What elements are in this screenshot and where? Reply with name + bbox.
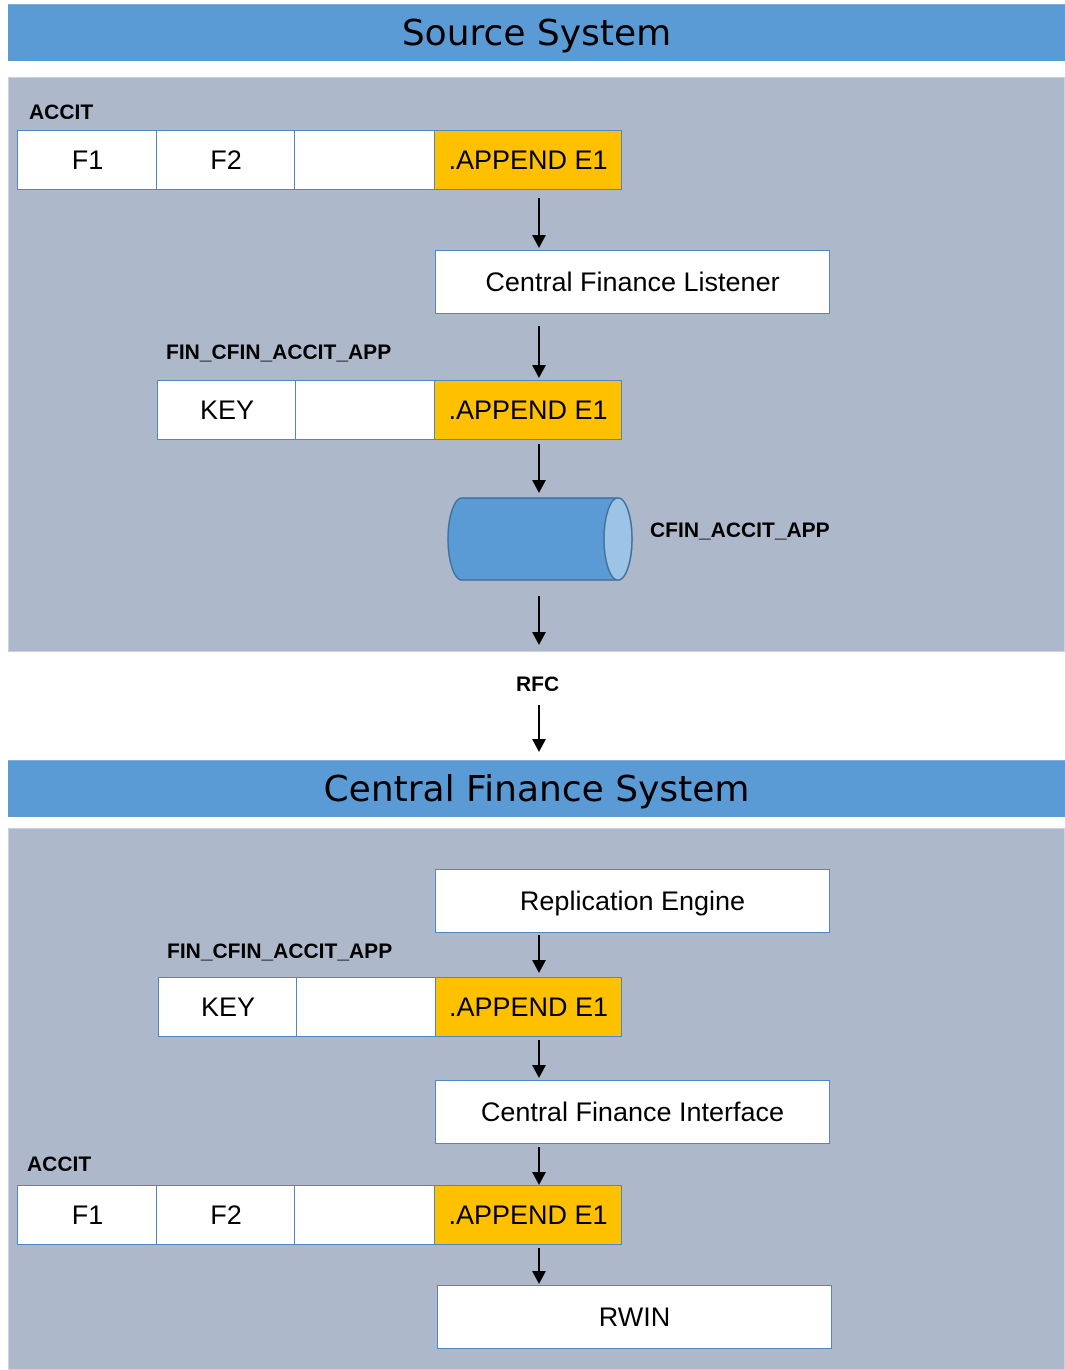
replication-engine-box: Replication Engine	[435, 869, 830, 933]
arrow-down	[532, 444, 546, 493]
central-finance-system-header: Central Finance System	[8, 760, 1065, 817]
app-field-append: .APPEND E1	[434, 380, 622, 440]
cfin-accit-app-table-label: CFIN_ACCIT_APP	[650, 519, 830, 542]
source-system-header: Source System	[8, 4, 1065, 61]
accit-field-f1: F1	[17, 130, 158, 190]
central-finance-interface-box: Central Finance Interface	[435, 1080, 830, 1144]
accit-label: ACCIT	[27, 1153, 92, 1176]
accit-field-empty	[294, 130, 436, 190]
fin-cfin-accit-app-label: FIN_CFIN_ACCIT_APP	[166, 341, 392, 364]
arrow-down	[532, 1040, 546, 1078]
arrow-down	[532, 596, 546, 645]
fin-cfin-accit-app-label: FIN_CFIN_ACCIT_APP	[167, 940, 393, 963]
accit-field-f1: F1	[17, 1185, 158, 1245]
database-table-icon	[447, 497, 633, 581]
arrow-down	[532, 935, 546, 973]
arrow-down	[532, 198, 546, 248]
accit-field-f2: F2	[156, 1185, 296, 1245]
accit-field-append: .APPEND E1	[434, 130, 622, 190]
app-field-empty	[296, 977, 437, 1037]
arrow-down	[532, 705, 546, 752]
arrow-down	[532, 1147, 546, 1185]
accit-field-append: .APPEND E1	[434, 1185, 622, 1245]
app-field-key: KEY	[158, 977, 298, 1037]
rfc-label: RFC	[516, 673, 560, 696]
app-field-empty	[295, 380, 436, 440]
accit-field-empty	[294, 1185, 436, 1245]
central-finance-listener-box: Central Finance Listener	[435, 250, 830, 314]
arrow-down	[532, 326, 546, 378]
app-field-append: .APPEND E1	[435, 977, 622, 1037]
accit-label: ACCIT	[29, 101, 94, 124]
accit-field-f2: F2	[156, 130, 296, 190]
app-field-key: KEY	[157, 380, 297, 440]
arrow-down	[532, 1248, 546, 1284]
rwin-box: RWIN	[437, 1285, 832, 1349]
